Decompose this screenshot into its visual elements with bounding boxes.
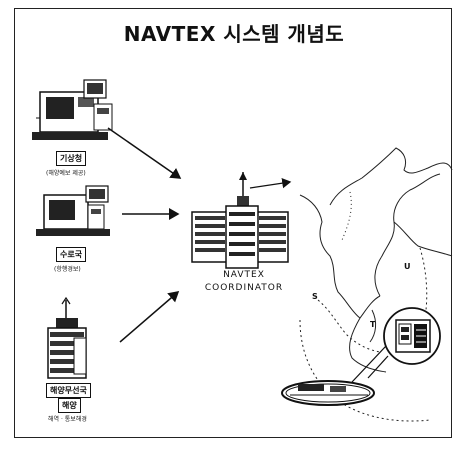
coastal-station-building-icon	[47, 296, 87, 379]
source-label-station: 해양무선국	[46, 383, 91, 398]
computer-workstation-1-icon	[32, 79, 113, 140]
diagram-frame	[14, 8, 452, 438]
computer-workstation-2-icon	[36, 185, 110, 236]
arrow-coordinator-broadcast	[249, 178, 292, 189]
arrow-station-to-coordinator	[119, 291, 180, 343]
ship-icon	[281, 380, 375, 406]
map-label-t: T	[370, 320, 376, 329]
diagram-title: NAVTEX 시스템 개념도	[123, 22, 345, 46]
source-sub2-station: 해역 · 통보해경	[48, 416, 87, 423]
source-sub-hydro: (항행경보)	[54, 266, 81, 273]
map-label-s: S	[312, 292, 318, 301]
source-label-hydro: 수로국	[56, 247, 87, 262]
navtex-receiver-callout	[383, 307, 441, 365]
coastal-map	[299, 147, 453, 422]
source-label-station-sub: 해양	[58, 398, 81, 413]
navtex-coordinator-building-icon	[191, 172, 289, 269]
source-label-weather: 기상청	[56, 151, 87, 166]
coordinator-label-line1: NAVTEX	[223, 270, 265, 280]
source-sub-weather: (해양예보 제공)	[46, 170, 86, 177]
arrow-weather-to-coordinator	[107, 127, 182, 179]
coordinator-label-line2: COORDINATOR	[204, 283, 284, 293]
map-label-u: U	[404, 262, 411, 271]
